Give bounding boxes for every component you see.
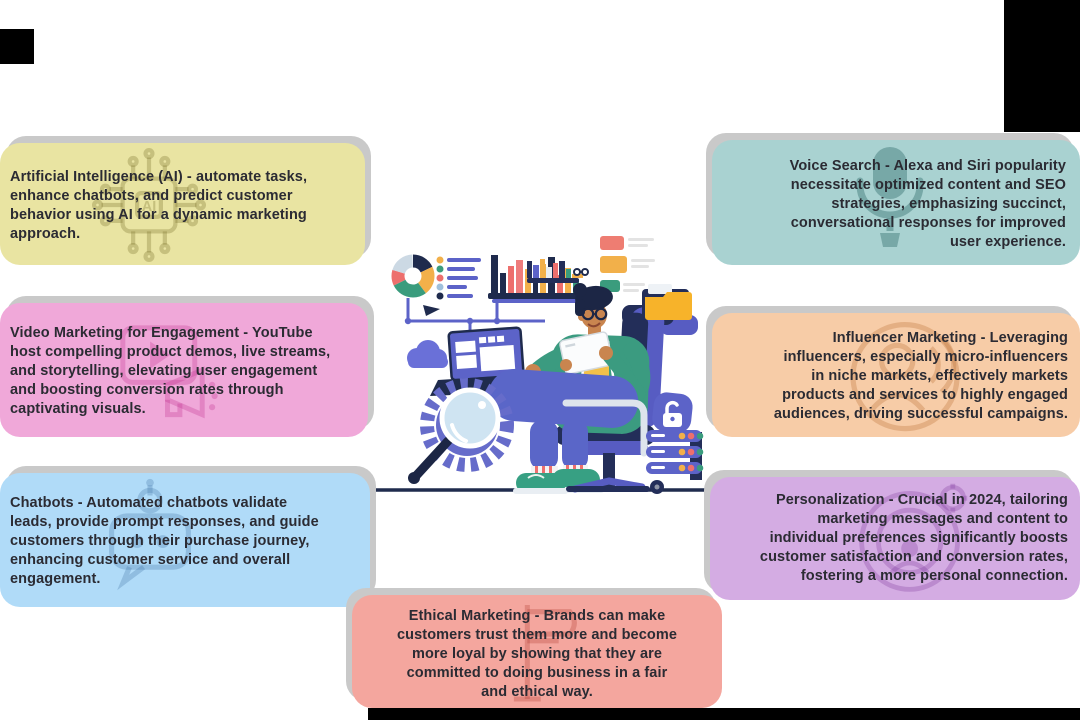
card-personalization: Personalization - Crucial in 2024, tailo… (710, 477, 1080, 600)
folder-icon (642, 284, 692, 320)
ai-chip-icon: AI (91, 147, 207, 263)
crop-artifact-bottom (368, 708, 1080, 720)
card-ethical-marketing-text: Ethical Marketing - Brands can make cust… (397, 608, 677, 700)
card-voice-search: Voice Search - Alexa and Siri popularity… (712, 140, 1080, 265)
video-play-icon (120, 325, 218, 419)
illustration-digital-marketer (373, 236, 708, 494)
card-voice-search-text: Voice Search - Alexa and Siri popularity… (789, 158, 1066, 250)
pie-chart-icon (391, 254, 435, 298)
crop-artifact-top-right (1004, 0, 1080, 132)
magnifier-icon (408, 387, 501, 484)
server-stack-icon (646, 430, 704, 480)
person-right-arm (560, 342, 651, 402)
influencer-icon (850, 322, 960, 432)
card-influencer-marketing-text: Influencer Marketing - Leveraging influe… (773, 330, 1068, 422)
card-video-marketing-text: Video Marketing for Engagement - YouTube… (10, 325, 331, 417)
card-chatbots-text: Chatbots - Automated chatbots validate l… (10, 495, 319, 587)
bookshelf-icon (527, 259, 583, 283)
personalization-target-icon (859, 483, 968, 592)
mini-glasses-icon (573, 268, 589, 276)
card-personalization-text: Personalization - Crucial in 2024, tailo… (759, 492, 1068, 584)
ai-chip-label: AI (142, 199, 157, 215)
paper-plane-icon (423, 305, 440, 316)
card-video-marketing: Video Marketing for Engagement - YouTube… (0, 303, 368, 437)
card-influencer-marketing: Influencer Marketing - Leveraging influe… (712, 313, 1080, 437)
legend-list-icon (436, 256, 481, 300)
person-head (573, 283, 613, 335)
cloud-icon (407, 340, 448, 368)
ethical-flag-icon (513, 604, 577, 702)
chatbot-icon (109, 478, 191, 591)
card-artificial-intelligence-text: Artificial Intelligence (AI) - automate … (10, 169, 308, 242)
card-chatbots: Chatbots - Automated chatbots validate l… (0, 473, 370, 607)
padlock-icon (652, 392, 693, 433)
chair-armrest (562, 399, 648, 457)
card-artificial-intelligence: AI Artificial Intelligence (AI) - automa… (0, 143, 365, 265)
crop-artifact-top-left (0, 29, 34, 64)
connector-pipes-icon (404, 298, 545, 337)
microphone-icon (856, 147, 924, 247)
office-chair-front (562, 399, 664, 494)
person-legs (488, 369, 639, 470)
sticky-notes-icon (600, 236, 655, 292)
card-ethical-marketing: Ethical Marketing - Brands can make cust… (352, 595, 722, 708)
person-illustration (488, 283, 651, 494)
